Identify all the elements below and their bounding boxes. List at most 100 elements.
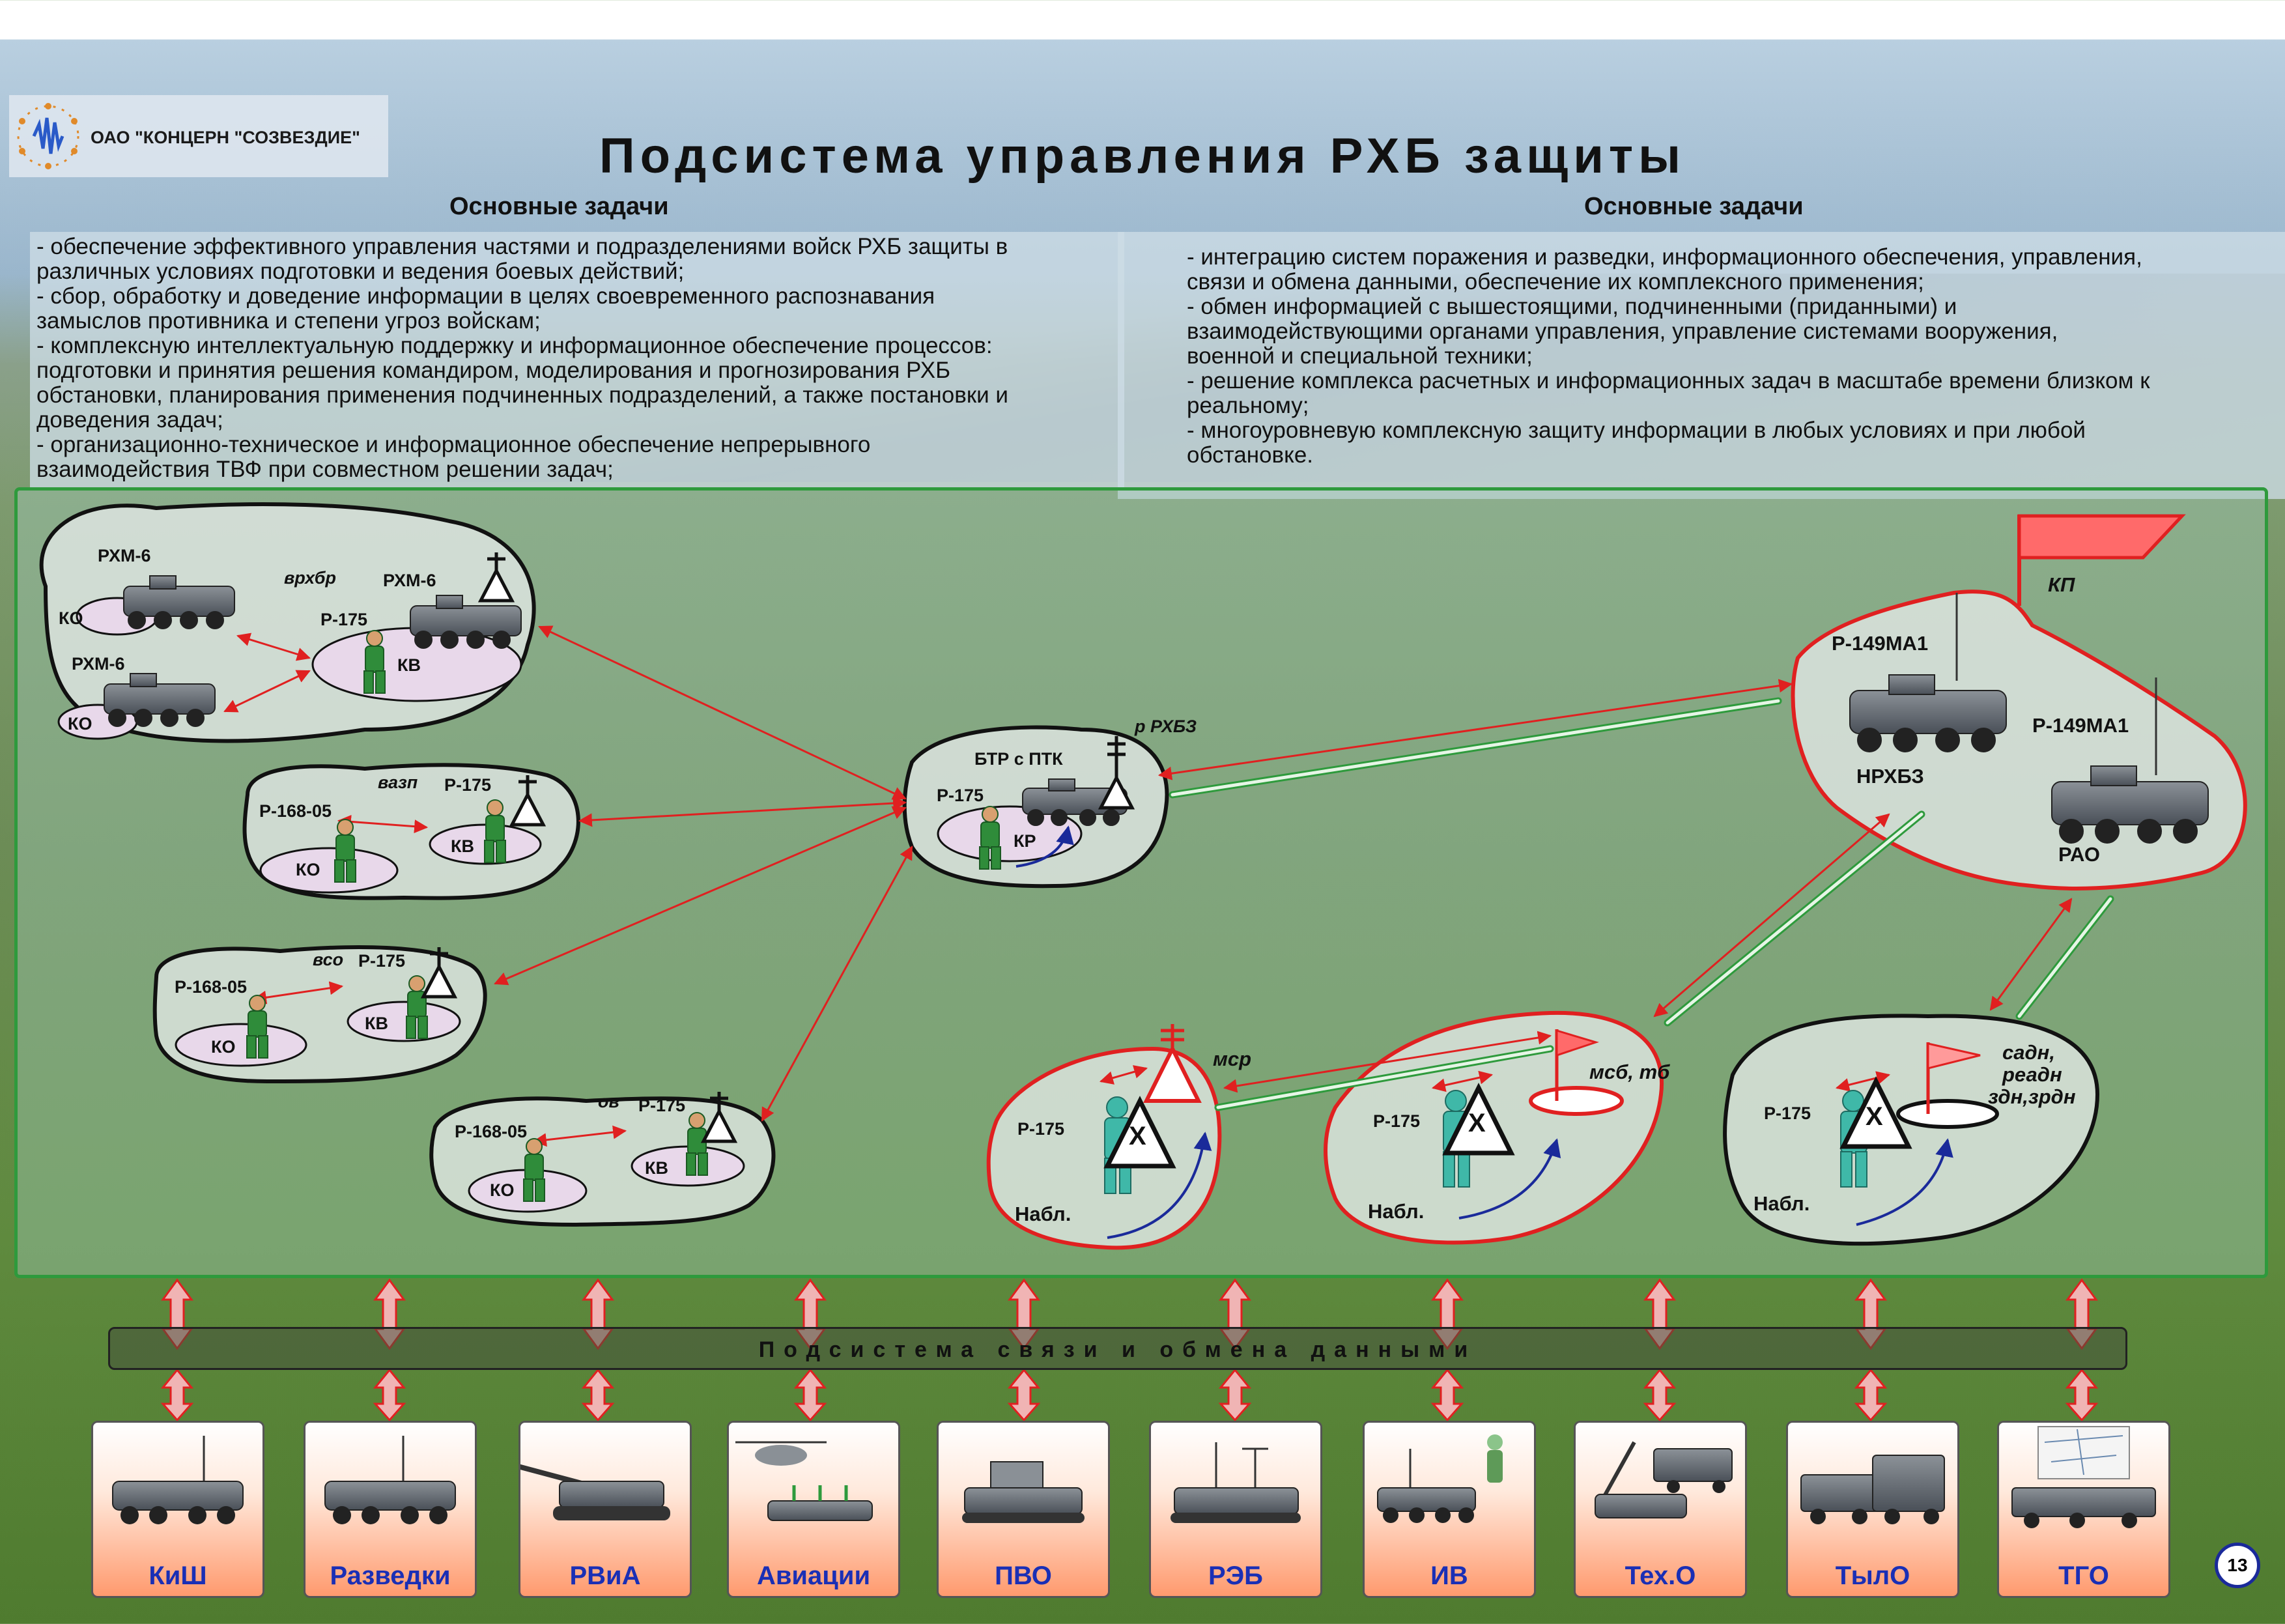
label-rhm6-b: РХМ-6 <box>383 571 436 590</box>
air-defense-icon <box>962 1461 1085 1523</box>
company-logo: ОАО "КОНЦЕРН "СОЗВЕЗДИЕ" <box>9 95 388 177</box>
card-label: Авиации <box>756 1561 871 1590</box>
card-label: РВиА <box>569 1561 641 1590</box>
label-kv-ov: КВ <box>645 1158 668 1178</box>
oval-vso-kv <box>347 1001 461 1042</box>
label-btr-ptk: БТР с ПТК <box>974 749 1063 769</box>
card-reb[interactable]: РЭБ <box>1149 1421 1322 1598</box>
right-tasks-text: - интеграцию систем поражения и разведки… <box>1118 232 2285 499</box>
label-r149ma1-a: Р-149МА1 <box>1832 632 1929 655</box>
label-r175-vrhbr: Р-175 <box>320 610 368 629</box>
armored-vehicle-icon <box>112 1436 244 1524</box>
label-x-msb: Х <box>1468 1109 1486 1137</box>
label-x-msr: Х <box>1129 1122 1146 1150</box>
label-vazp: вазп <box>378 773 418 792</box>
soldiers <box>246 630 1001 1202</box>
card-tehno[interactable]: Тех.О <box>1574 1421 1747 1598</box>
link-vso-rrhbz <box>494 806 907 986</box>
card-aviacii[interactable]: Авиации <box>727 1421 900 1598</box>
card-label: КиШ <box>149 1561 207 1590</box>
label-ko-vazp: КО <box>296 860 320 879</box>
label-kr: КР <box>1014 831 1036 851</box>
label-sadn-3: здн,зрдн <box>1988 1085 2076 1108</box>
engineer-icon <box>1377 1434 1503 1523</box>
label-ko-a: КО <box>59 608 83 628</box>
repair-vehicle-icon <box>1595 1441 1733 1518</box>
right-heading: Основные задачи <box>1584 193 1804 220</box>
link-ov-rrhbz <box>761 846 913 1122</box>
link-rrhbz-kp <box>1157 679 1793 780</box>
label-msb: мсб, тб <box>1589 1061 1670 1083</box>
card-label: ИВ <box>1430 1561 1468 1590</box>
label-r168-ov: Р-168-05 <box>455 1122 528 1141</box>
artillery-icon <box>520 1464 670 1520</box>
label-rrhbz: р РХБЗ <box>1135 717 1197 736</box>
card-tgo[interactable]: ТГО <box>1997 1421 2170 1598</box>
label-vso: всо <box>313 950 344 969</box>
card-label: ПВО <box>995 1561 1052 1590</box>
label-rhm6-a: РХМ-6 <box>98 546 151 565</box>
label-rhm6-c: РХМ-6 <box>72 654 125 674</box>
label-msr: мср <box>1213 1047 1252 1070</box>
label-ko-ov: КО <box>490 1180 515 1200</box>
label-kv-vazp: КВ <box>451 836 474 856</box>
link-vrhbr-rrhbz <box>538 625 907 800</box>
card-pvo[interactable]: ПВО <box>937 1421 1110 1598</box>
link-vazp-rrhbz <box>578 796 907 827</box>
kp-flag-icon <box>2017 514 2186 606</box>
label-r175-msr: Р-175 <box>1017 1119 1065 1139</box>
label-kv-vso: КВ <box>365 1014 388 1033</box>
label-nrhbz: НРХБЗ <box>1856 765 1924 788</box>
link-kp-sadn <box>1989 898 2073 1011</box>
label-sadn-2: реадн <box>2002 1063 2062 1086</box>
oval-rrhbz <box>937 805 1083 862</box>
label-kv-vrhbr: КВ <box>397 655 421 675</box>
label-ko-vso: КО <box>211 1037 236 1057</box>
left-heading: Основные задачи <box>449 193 669 220</box>
label-kp: КП <box>2048 573 2075 596</box>
vehicles <box>104 575 2209 844</box>
label-nabl-msr: Набл. <box>1015 1203 1072 1225</box>
label-r149ma1-b: Р-149МА1 <box>2032 714 2129 737</box>
card-label: Тех.О <box>1625 1561 1696 1590</box>
label-nabl-sadn: Набл. <box>1753 1192 1810 1215</box>
constellation-logo-icon <box>17 103 79 169</box>
card-label: Разведки <box>330 1561 451 1590</box>
label-r175-vso: Р-175 <box>358 951 406 971</box>
label-r175-msb: Р-175 <box>1373 1111 1421 1131</box>
card-rvia[interactable]: РВиА <box>518 1421 692 1598</box>
page-number: 13 <box>2215 1543 2260 1588</box>
label-r175-rrhbz: Р-175 <box>937 786 984 805</box>
card-label: ТГО <box>2058 1561 2109 1590</box>
oval-vso-ko <box>175 1023 307 1067</box>
company-name: ОАО "КОНЦЕРН "СОЗВЕЗДИЕ" <box>91 128 360 147</box>
label-ov: ов <box>598 1092 619 1111</box>
oval-vazp-ko <box>259 847 399 894</box>
label-nabl-msb: Набл. <box>1368 1200 1425 1223</box>
label-sadn-1: садн, <box>2002 1041 2055 1064</box>
label-r175-vazp: Р-175 <box>444 775 492 795</box>
label-r168-vso: Р-168-05 <box>175 977 248 997</box>
label-x-sadn: Х <box>1866 1102 1883 1131</box>
label-r175-sadn: Р-175 <box>1764 1104 1811 1123</box>
left-tasks-text: - обеспечение эффективного управления ча… <box>30 232 1124 489</box>
supply-trucks-icon <box>1800 1455 1945 1524</box>
map-truck-icon <box>2011 1426 2156 1528</box>
label-rao: РАО <box>2058 843 2101 866</box>
label-vrhbr: врхбр <box>284 568 336 588</box>
page-title: Подсистема управления РХБ защиты <box>599 128 1686 184</box>
bus-label: Подсистема связи и обмена данными <box>758 1337 1477 1362</box>
card-label: РЭБ <box>1208 1561 1263 1590</box>
link-msr-msb <box>1223 1031 1552 1093</box>
label-r175-ov: Р-175 <box>638 1096 686 1115</box>
recon-vehicle-icon <box>324 1436 456 1524</box>
link-kp-msb <box>1653 813 1890 1018</box>
label-r168-vazp: Р-168-05 <box>259 801 332 821</box>
card-label: ТылО <box>1835 1561 1910 1590</box>
ew-vehicle-icon <box>1171 1442 1301 1523</box>
card-razvedki[interactable]: Разведки <box>304 1421 477 1598</box>
card-kish[interactable]: КиШ <box>91 1421 264 1598</box>
card-tylo[interactable]: ТылО <box>1786 1421 1959 1598</box>
card-iv[interactable]: ИВ <box>1363 1421 1536 1598</box>
